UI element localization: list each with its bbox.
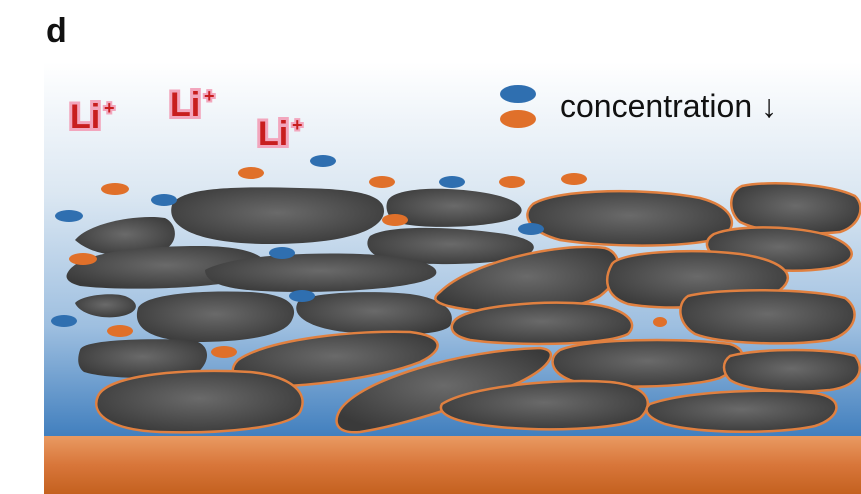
particle [205,253,437,292]
particle [95,369,304,434]
blue-dot [289,290,315,302]
orange-dot [369,176,395,188]
particle [78,339,208,378]
li-ion: Li + [255,112,305,156]
svg-text:+: + [104,98,115,118]
li-ion: Li + [167,83,217,127]
uncoated-particles [66,187,534,378]
legend-label: concentration ↓ [560,88,777,124]
panel-label: d [46,12,67,50]
orange-species [69,167,667,358]
particle [450,301,634,346]
particle [730,182,861,235]
legend-orange-dot [500,110,536,128]
svg-text:Li: Li [258,115,288,153]
orange-dot [561,173,587,185]
svg-text:+: + [292,115,303,135]
particle [526,189,734,247]
particle [75,216,175,256]
blue-dot [151,194,177,206]
orange-dot [101,183,129,195]
blue-dot [439,176,465,188]
particle [679,288,856,345]
particle [335,346,553,434]
svg-text:Li: Li [170,86,200,124]
particle [645,389,838,434]
blue-dot [310,155,336,167]
svg-text:Li: Li [70,98,100,136]
blue-dot [55,210,83,222]
particle [136,291,295,342]
svg-text:+: + [204,86,215,106]
particle [551,338,744,388]
li-ion: Li + [67,95,117,139]
blue-dot [51,315,77,327]
blue-dot [269,247,295,259]
orange-dot [69,253,97,265]
particle [296,292,452,335]
particle [171,187,385,244]
blue-dot [518,223,544,235]
coated-particles [95,182,861,434]
orange-dot [211,346,237,358]
particle [386,188,522,227]
legend: concentration ↓ [500,85,777,128]
particle [439,379,650,431]
particle [434,245,620,314]
orange-dot [653,317,667,327]
particle [367,227,534,265]
orange-dot [382,214,408,226]
orange-dot [107,325,133,337]
particle [75,294,136,318]
particle [722,348,861,393]
current-collector [44,436,861,494]
legend-blue-dot [500,85,536,103]
blue-species [51,155,544,327]
orange-dot [499,176,525,188]
orange-dot [238,167,264,179]
